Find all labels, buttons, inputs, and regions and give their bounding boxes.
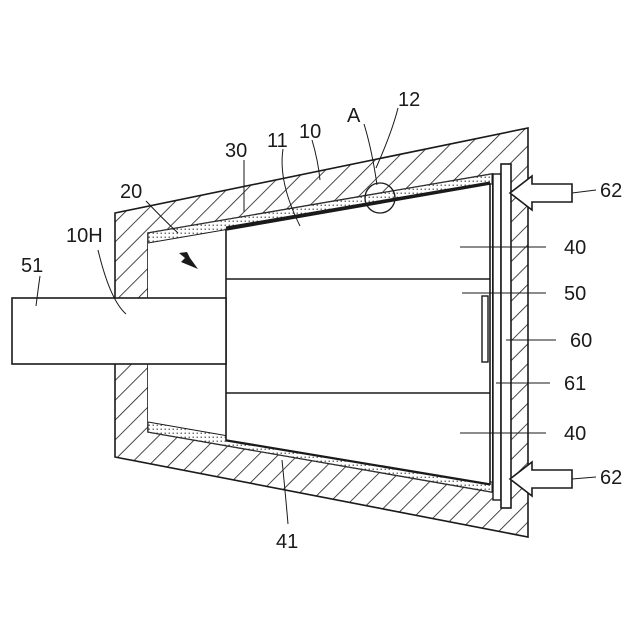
label-40-upper: 40: [564, 237, 586, 259]
label-12: 12: [398, 89, 420, 111]
label-40-lower: 40: [564, 423, 586, 445]
rotor-center-tab: [482, 296, 488, 362]
cover-plate: [501, 164, 511, 508]
label-10H: 10H: [66, 225, 103, 247]
label-61: 61: [564, 373, 586, 395]
label-20: 20: [120, 181, 142, 203]
leader-62-upper: [572, 190, 596, 193]
cover-assembly: [493, 164, 511, 508]
shaft: [12, 298, 226, 364]
leader-62-lower: [572, 477, 596, 479]
label-10: 10: [299, 121, 321, 143]
label-51: 51: [21, 255, 43, 277]
label-62-upper: 62: [600, 180, 622, 202]
label-41: 41: [276, 531, 298, 553]
cover-layer: [493, 174, 501, 500]
label-A: A: [347, 105, 361, 127]
rotor-body: [226, 184, 490, 484]
label-11: 11: [267, 130, 288, 152]
label-60: 60: [570, 330, 592, 352]
label-30: 30: [225, 140, 247, 162]
label-62-lower: 62: [600, 467, 622, 489]
label-50: 50: [564, 283, 586, 305]
rotor-assembly: [226, 184, 490, 484]
